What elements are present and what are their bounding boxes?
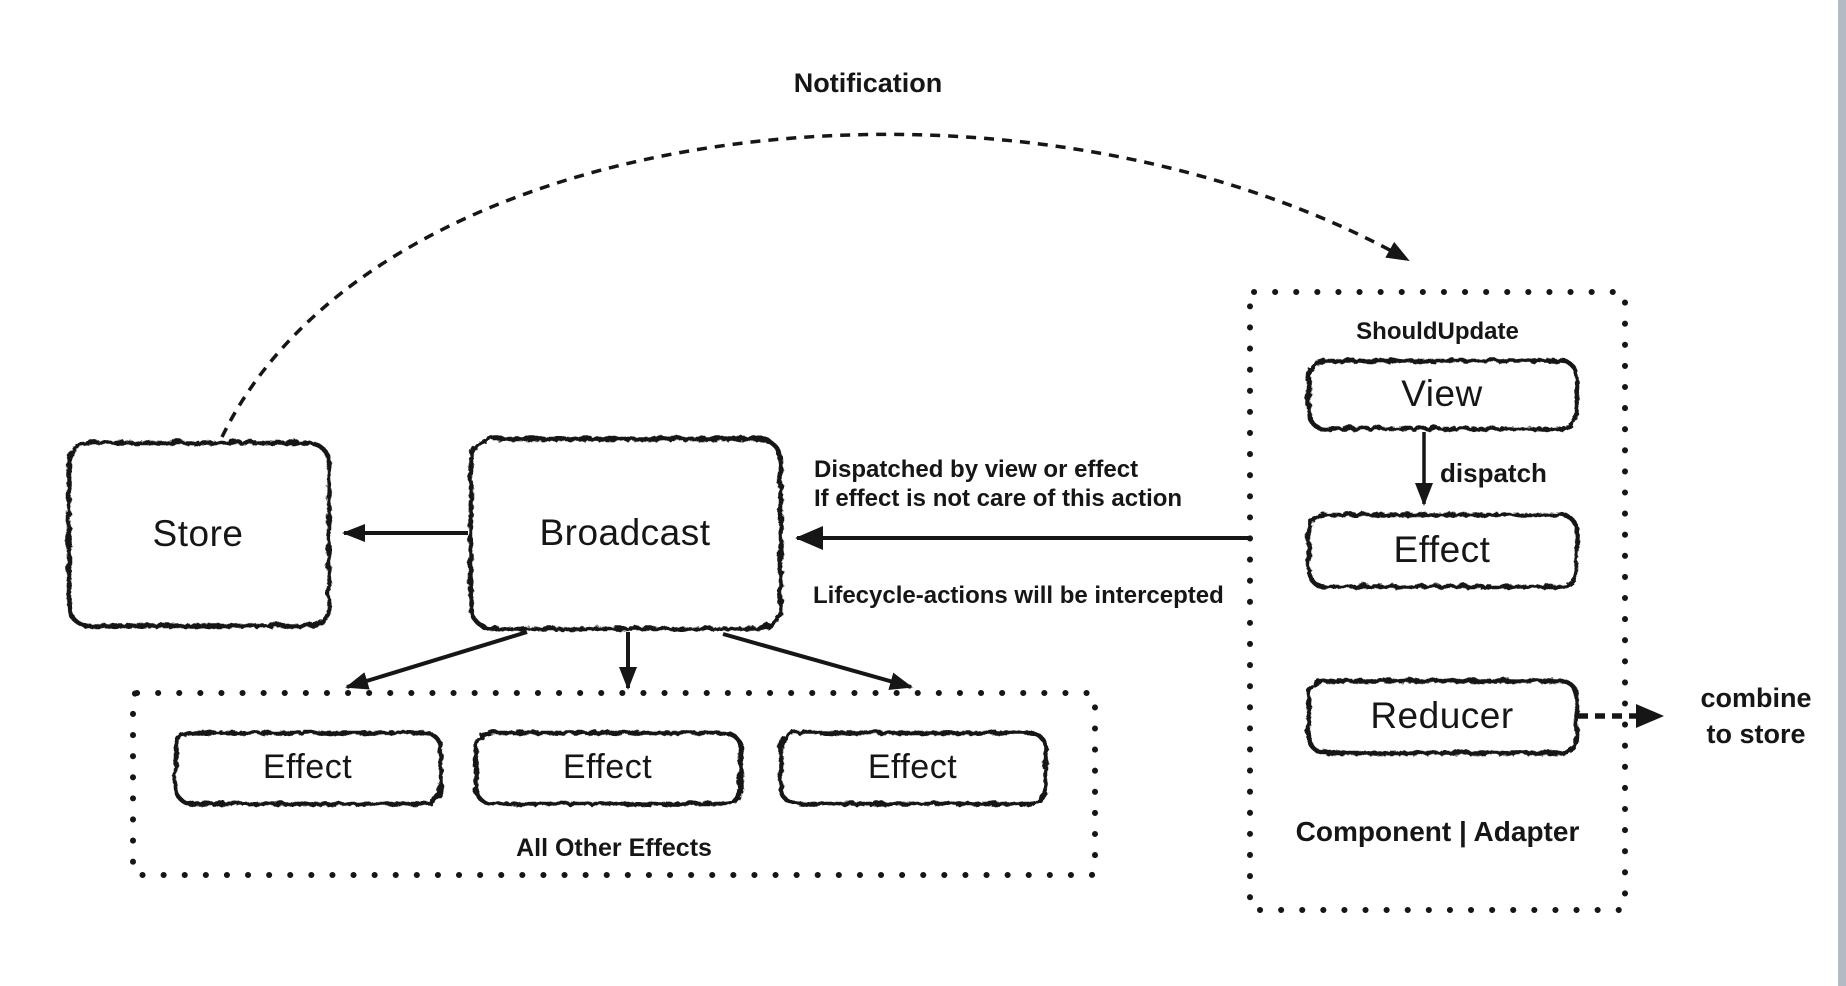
reducer-node-border — [1305, 677, 1579, 755]
broadcast-node: Broadcast — [539, 512, 711, 553]
should-update-label: ShouldUpdate — [1356, 318, 1519, 345]
dispatched-note-line1: Dispatched by view or effect — [814, 456, 1139, 483]
notification-arrow-label: Notification — [793, 68, 943, 98]
all-other-effects-caption: All Other Effects — [516, 834, 712, 862]
component-adapter-panel-border — [1247, 289, 1628, 913]
component-adapter-caption: Component | Adapter — [1295, 816, 1580, 847]
store-node: Store — [152, 512, 244, 554]
combine-label-line2: to store — [1706, 719, 1806, 749]
dispatched-note-line2: If effect is not care of this action — [814, 485, 1183, 512]
component-effect-node-border — [1305, 511, 1579, 589]
reducer-node: Reducer — [1370, 695, 1514, 736]
effect-node-border — [172, 729, 443, 806]
lifecycle-intercepted-note: Lifecycle-actions will be intercepted — [813, 582, 1224, 609]
other-effect-node: Effect — [867, 748, 958, 786]
window-edge-strip — [1838, 0, 1846, 986]
view-node: View — [1401, 373, 1483, 414]
dispatched-by-view-note: Dispatched by view or effect If effect i… — [814, 455, 1182, 513]
notification-arc-arrow — [220, 132, 1410, 438]
view-node-border — [1305, 357, 1579, 431]
dispatch-edge-label: dispatch — [1440, 458, 1547, 488]
store-node-border — [65, 439, 331, 628]
effect-node-border — [777, 729, 1048, 806]
combine-label-line1: combine — [1700, 683, 1812, 713]
effect-node-border — [472, 729, 743, 806]
arrow-broadcast-to-effect-left — [345, 630, 528, 690]
broadcast-node-border — [467, 435, 783, 631]
combine-to-store-label: combine to store — [1675, 680, 1837, 752]
component-effect-node: Effect — [1393, 529, 1491, 570]
other-effect-node: Effect — [262, 748, 353, 786]
other-effect-node: Effect — [562, 748, 653, 786]
arrow-broadcast-to-effect-right — [722, 632, 913, 690]
